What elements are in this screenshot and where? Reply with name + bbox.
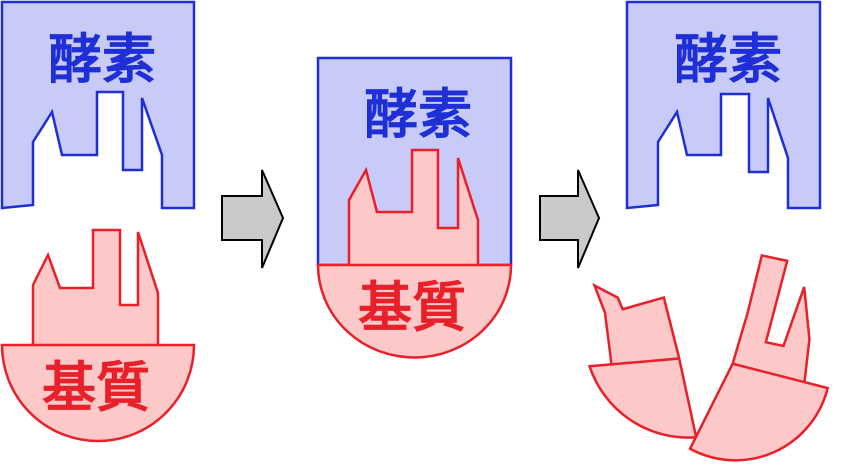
- arrow-right-icon: [539, 169, 601, 269]
- enzyme-label: 酵素: [674, 28, 782, 91]
- product-fragment-right: [688, 253, 830, 462]
- substrate-label: 基質: [42, 356, 150, 419]
- product-block: [587, 282, 698, 439]
- enzyme-label: 酵素: [364, 83, 472, 146]
- substrate-block: [0, 228, 196, 443]
- stage-3: 酵素: [587, 0, 830, 462]
- substrate-label: 基質: [358, 276, 466, 339]
- product-block: [688, 253, 830, 462]
- substrate-block: [316, 148, 513, 359]
- stage-2: 酵素 基質: [316, 56, 513, 359]
- enzyme-block: [0, 0, 196, 210]
- enzyme-block: [625, 0, 822, 210]
- stage-1: 酵素 基質: [0, 0, 196, 443]
- product-fragment-left: [587, 282, 698, 439]
- enzyme-label: 酵素: [48, 28, 156, 91]
- arrow-right-icon: [221, 169, 285, 269]
